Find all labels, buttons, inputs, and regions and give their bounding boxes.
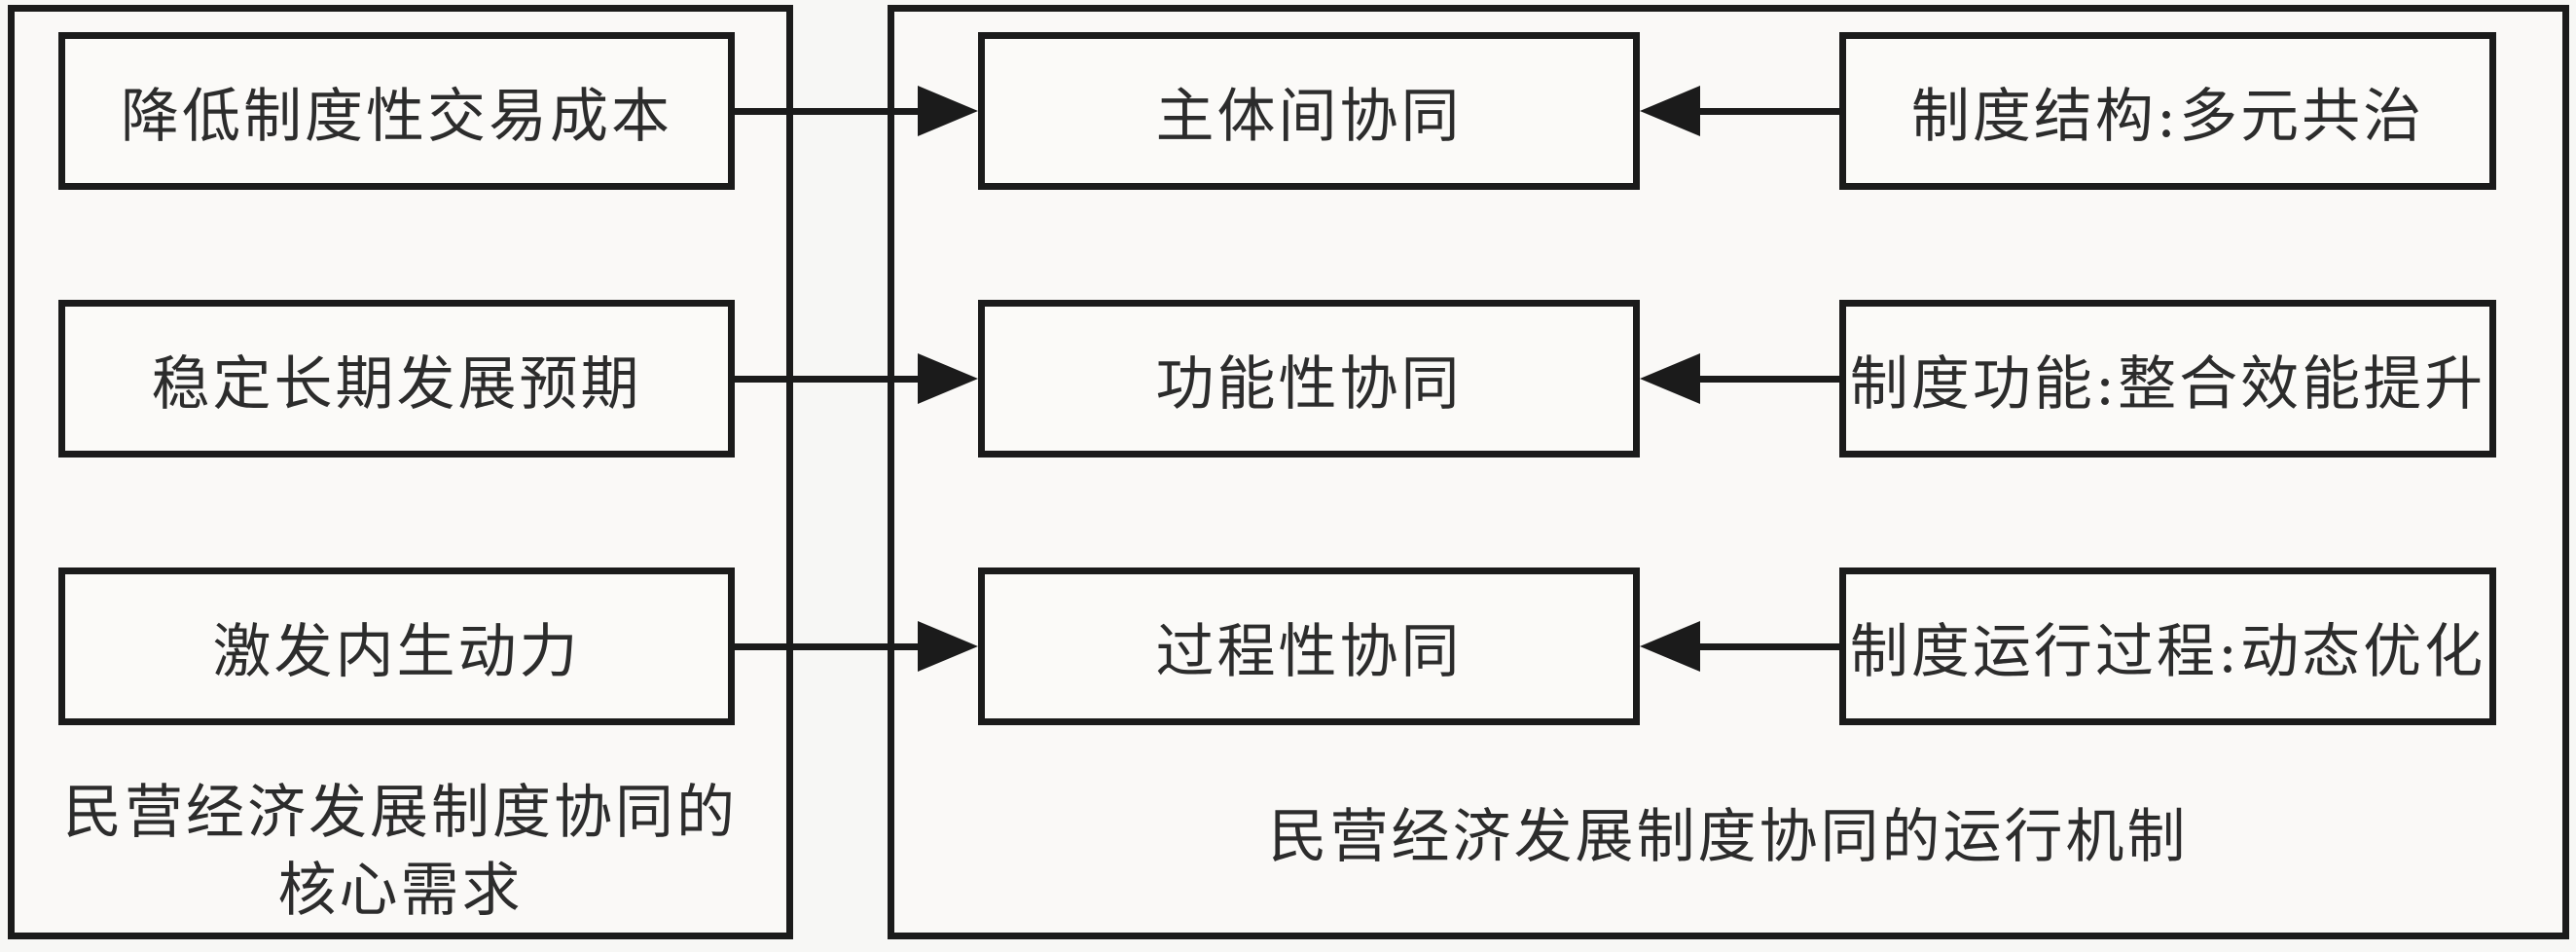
arrow-shaft [733,642,918,650]
need-box-endogenous-motivation: 激发内生动力 [58,568,735,725]
left-panel-caption: 民营经济发展制度协同的 核心需求 [8,774,793,930]
arrow-shaft [733,375,918,383]
arrow-shaft [1700,375,1839,383]
arrowhead-left-icon [1640,86,1700,136]
arrow-shaft [1700,107,1839,115]
synergy-box-label: 主体间协同 [1155,82,1463,151]
arrow-shaft [733,107,918,115]
need-box-label: 稳定长期发展预期 [151,349,642,419]
right-panel-caption-text: 民营经济发展制度协同的运行机制 [1268,803,2189,871]
synergy-box-label: 过程性协同 [1155,617,1463,686]
synergy-box-process: 过程性协同 [978,568,1640,725]
left-panel-caption-line1: 民营经济发展制度协同的 [63,779,738,847]
right-panel-caption: 民营经济发展制度协同的运行机制 [888,798,2569,876]
left-panel-caption-line2: 核心需求 [277,857,524,925]
aspect-box-label: 制度结构:多元共治 [1910,82,2425,151]
arrowhead-right-icon [918,621,978,672]
need-box-label: 降低制度性交易成本 [121,82,672,151]
right-arrow-icon [733,353,978,404]
synergy-box-inter-subject: 主体间协同 [978,32,1640,190]
synergy-box-functional: 功能性协同 [978,300,1640,458]
aspect-box-operation: 制度运行过程:动态优化 [1839,568,2496,725]
arrowhead-left-icon [1640,621,1700,672]
right-arrow-icon [733,621,978,672]
need-box-transaction-cost: 降低制度性交易成本 [58,32,735,190]
arrowhead-left-icon [1640,353,1700,404]
aspect-box-function: 制度功能:整合效能提升 [1839,300,2496,458]
aspect-box-label: 制度运行过程:动态优化 [1849,617,2486,686]
arrowhead-right-icon [918,353,978,404]
left-arrow-icon [1640,353,1839,404]
need-box-long-term-expectation: 稳定长期发展预期 [58,300,735,458]
right-arrow-icon [733,86,978,136]
arrowhead-right-icon [918,86,978,136]
aspect-box-structure: 制度结构:多元共治 [1839,32,2496,190]
left-arrow-icon [1640,86,1839,136]
need-box-label: 激发内生动力 [212,617,581,686]
arrow-shaft [1700,642,1839,650]
left-arrow-icon [1640,621,1839,672]
aspect-box-label: 制度功能:整合效能提升 [1849,349,2486,419]
synergy-box-label: 功能性协同 [1155,349,1463,419]
